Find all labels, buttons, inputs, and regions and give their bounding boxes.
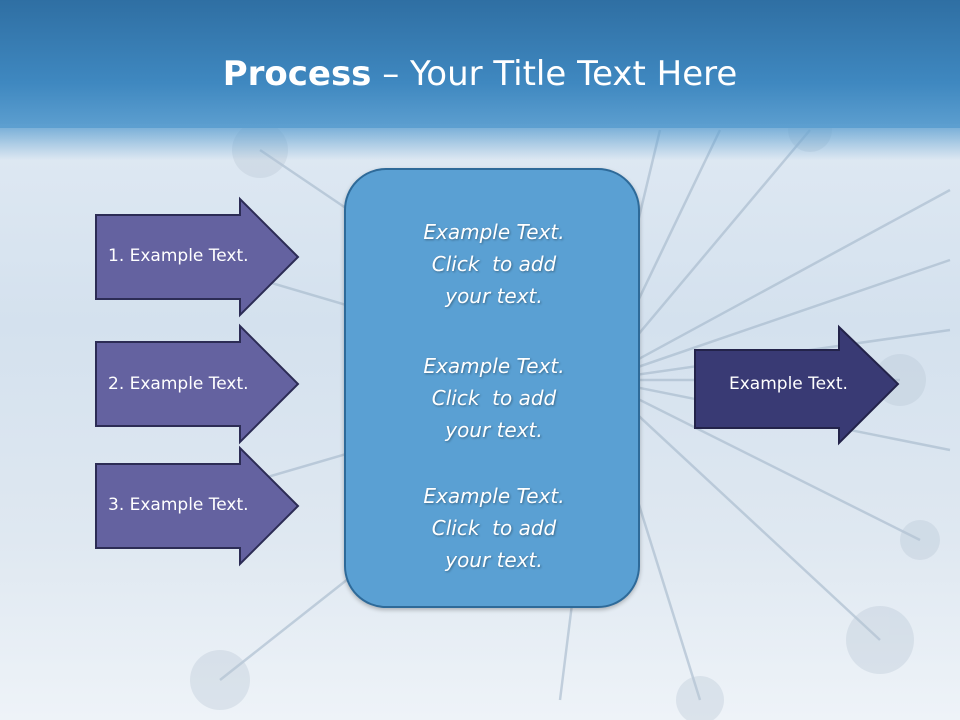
center-block-3-line-3: your text. bbox=[445, 548, 543, 572]
center-block-1-line-1: Example Text. bbox=[423, 220, 565, 244]
title-rest: – Your Title Text Here bbox=[371, 54, 738, 94]
slide-title[interactable]: Process – Your Title Text Here bbox=[0, 52, 960, 96]
result-arrow[interactable] bbox=[694, 324, 900, 446]
center-block-3-line-2: Click to add bbox=[431, 516, 557, 540]
step-arrow-2[interactable] bbox=[95, 323, 300, 445]
title-bold: Process bbox=[222, 54, 372, 94]
center-block-1[interactable]: Example Text. Click to add your text. bbox=[346, 216, 642, 312]
center-text-box[interactable]: Example Text. Click to add your text. Ex… bbox=[344, 168, 640, 608]
step-label-3: 3. Example Text. bbox=[108, 495, 249, 515]
title-band bbox=[0, 0, 960, 128]
center-block-2[interactable]: Example Text. Click to add your text. bbox=[346, 350, 642, 446]
center-block-3[interactable]: Example Text. Click to add your text. bbox=[346, 480, 642, 576]
step-arrow-3[interactable] bbox=[95, 445, 300, 567]
center-block-2-line-2: Click to add bbox=[431, 386, 557, 410]
step-label-2: 2. Example Text. bbox=[108, 374, 249, 394]
step-label-1: 1. Example Text. bbox=[108, 246, 249, 266]
center-block-2-line-3: your text. bbox=[445, 418, 543, 442]
result-label: Example Text. bbox=[729, 374, 848, 394]
step-arrow-1[interactable] bbox=[95, 196, 300, 318]
center-block-3-line-1: Example Text. bbox=[423, 484, 565, 508]
center-block-1-line-2: Click to add bbox=[431, 252, 557, 276]
center-block-2-line-1: Example Text. bbox=[423, 354, 565, 378]
center-block-1-line-3: your text. bbox=[445, 284, 543, 308]
title-band-fade bbox=[0, 124, 960, 160]
